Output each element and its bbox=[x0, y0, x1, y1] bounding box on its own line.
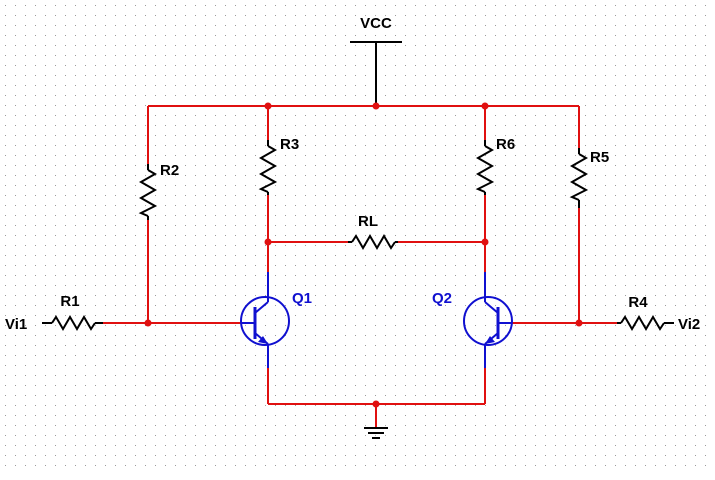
resistor-r5 bbox=[569, 148, 589, 208]
resistor-r3 bbox=[258, 140, 278, 195]
resistor-rl bbox=[348, 234, 398, 250]
r6-label: R6 bbox=[496, 136, 515, 153]
resistors bbox=[42, 140, 674, 331]
r1-label: R1 bbox=[60, 293, 79, 310]
vi1-label: Vi1 bbox=[5, 316, 27, 333]
resistor-r4 bbox=[617, 315, 674, 331]
q1-label: Q1 bbox=[292, 290, 312, 307]
transistor-q2 bbox=[463, 242, 513, 404]
resistor-r1 bbox=[42, 315, 103, 331]
vi2-label: Vi2 bbox=[678, 316, 700, 333]
transistor-q1 bbox=[240, 242, 290, 404]
rl-label: RL bbox=[358, 213, 378, 230]
q2-label: Q2 bbox=[432, 290, 452, 307]
resistor-r2 bbox=[138, 164, 158, 220]
r4-label: R4 bbox=[628, 294, 648, 311]
vcc-symbol: VCC bbox=[350, 15, 402, 106]
r3-label: R3 bbox=[280, 136, 299, 153]
vcc-label: VCC bbox=[360, 15, 392, 32]
junctions bbox=[144, 102, 583, 408]
r5-label: R5 bbox=[590, 149, 609, 166]
ground-icon bbox=[364, 427, 388, 439]
resistor-r6 bbox=[475, 140, 495, 195]
r2-label: R2 bbox=[160, 162, 179, 179]
